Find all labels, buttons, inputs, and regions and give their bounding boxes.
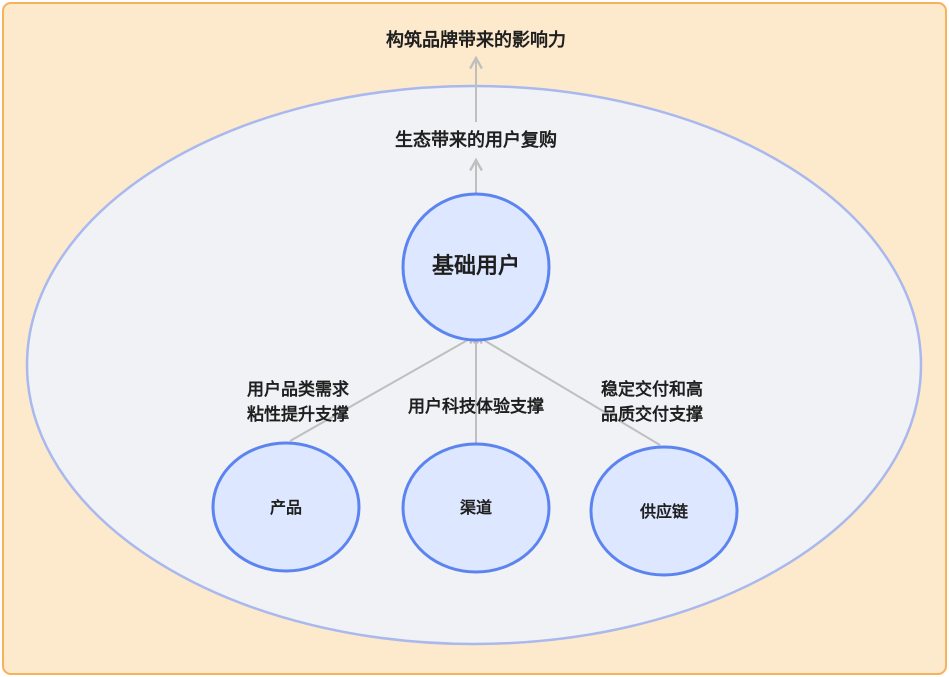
channel-node-label: 渠道 [459, 498, 492, 517]
product-edge-label: 用户品类需求 粘性提升支撑 [218, 378, 378, 427]
core-node-label: 基础用户 [431, 254, 520, 279]
channel-edge-label: 用户科技体验支撑 [408, 397, 544, 417]
product-node-label: 产品 [269, 498, 302, 517]
supply-edge-label-line-1: 稳定交付和高 [601, 380, 703, 400]
channel-node-circle [401, 442, 551, 574]
product-edge-label-line-1: 用户品类需求 [247, 380, 349, 400]
repurchase-label: 生态带来的用户复购 [395, 130, 557, 151]
supply-edge-label: 稳定交付和高 品质交付支撑 [572, 378, 732, 427]
core-node-circle [401, 192, 551, 342]
arrow-supply-to-core [472, 333, 661, 446]
supply-node-circle [589, 445, 739, 577]
arrow-product-to-core [289, 333, 480, 442]
supply-edge-label-line-2: 品质交付支撑 [601, 404, 703, 425]
product-node-circle [211, 441, 361, 573]
supply-node-label: 供应链 [639, 502, 688, 521]
diagram-title: 构筑品牌带来的影响力 [386, 30, 566, 51]
product-edge-label-line-2: 粘性提升支撑 [247, 404, 349, 425]
